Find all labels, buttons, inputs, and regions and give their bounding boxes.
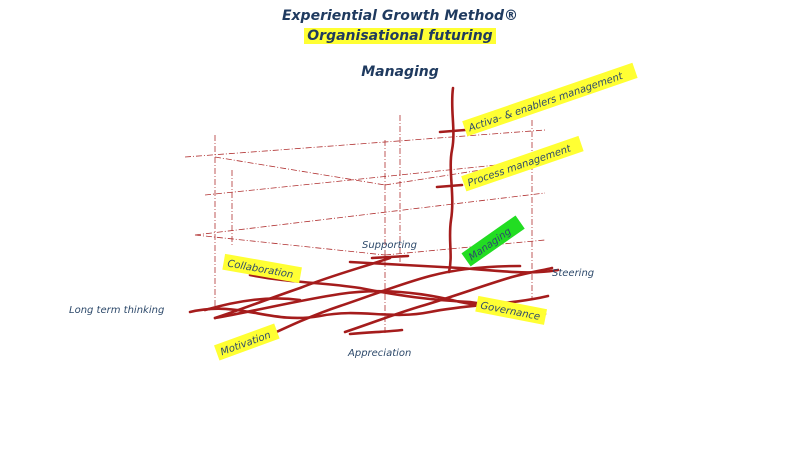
label-collaboration-bg bbox=[222, 253, 302, 284]
method-title: Experiential Growth Method® bbox=[281, 8, 519, 24]
strand-appreciation bbox=[348, 328, 404, 336]
tick-activa bbox=[438, 128, 467, 134]
label-collaboration: Collaboration bbox=[222, 253, 302, 284]
label-supporting: Supporting bbox=[362, 240, 417, 251]
strand-diag-4 bbox=[203, 297, 302, 312]
label-motivation: Motivation bbox=[214, 323, 280, 361]
strand-vertical bbox=[447, 86, 455, 274]
label-motivation-bg bbox=[214, 323, 280, 361]
label-appreciation: Appreciation bbox=[347, 348, 411, 359]
frame-line bbox=[204, 159, 546, 196]
frame-line bbox=[194, 234, 386, 256]
frame-line bbox=[214, 156, 386, 186]
strand-diag-2 bbox=[253, 264, 522, 344]
label-process-bg bbox=[461, 135, 584, 192]
label-activa-bg bbox=[462, 62, 638, 137]
frame-line bbox=[184, 129, 546, 158]
label-long-term: Long term thinking bbox=[69, 305, 164, 316]
frame-line bbox=[194, 192, 546, 236]
label-process: Process management bbox=[461, 135, 584, 192]
section-title: Managing bbox=[361, 64, 439, 80]
tick-supporting bbox=[370, 254, 410, 260]
method-subtitle: Organisational futuring bbox=[304, 28, 496, 44]
label-managing: Managing bbox=[461, 215, 525, 267]
strand-diag-3 bbox=[343, 266, 554, 334]
label-governance-bg bbox=[475, 295, 548, 325]
subtitle-wrap: Organisational futuring bbox=[0, 25, 800, 44]
label-activa-text: Activa- & enablers management bbox=[466, 71, 625, 135]
label-managing-bg bbox=[461, 215, 525, 267]
label-governance: Governance bbox=[475, 295, 548, 325]
label-steering: Steering bbox=[552, 268, 594, 279]
strand-diag-1 bbox=[213, 256, 392, 320]
label-activa: Activa- & enablers management bbox=[462, 62, 638, 137]
tick-process bbox=[435, 183, 464, 189]
frame-line bbox=[384, 239, 546, 256]
